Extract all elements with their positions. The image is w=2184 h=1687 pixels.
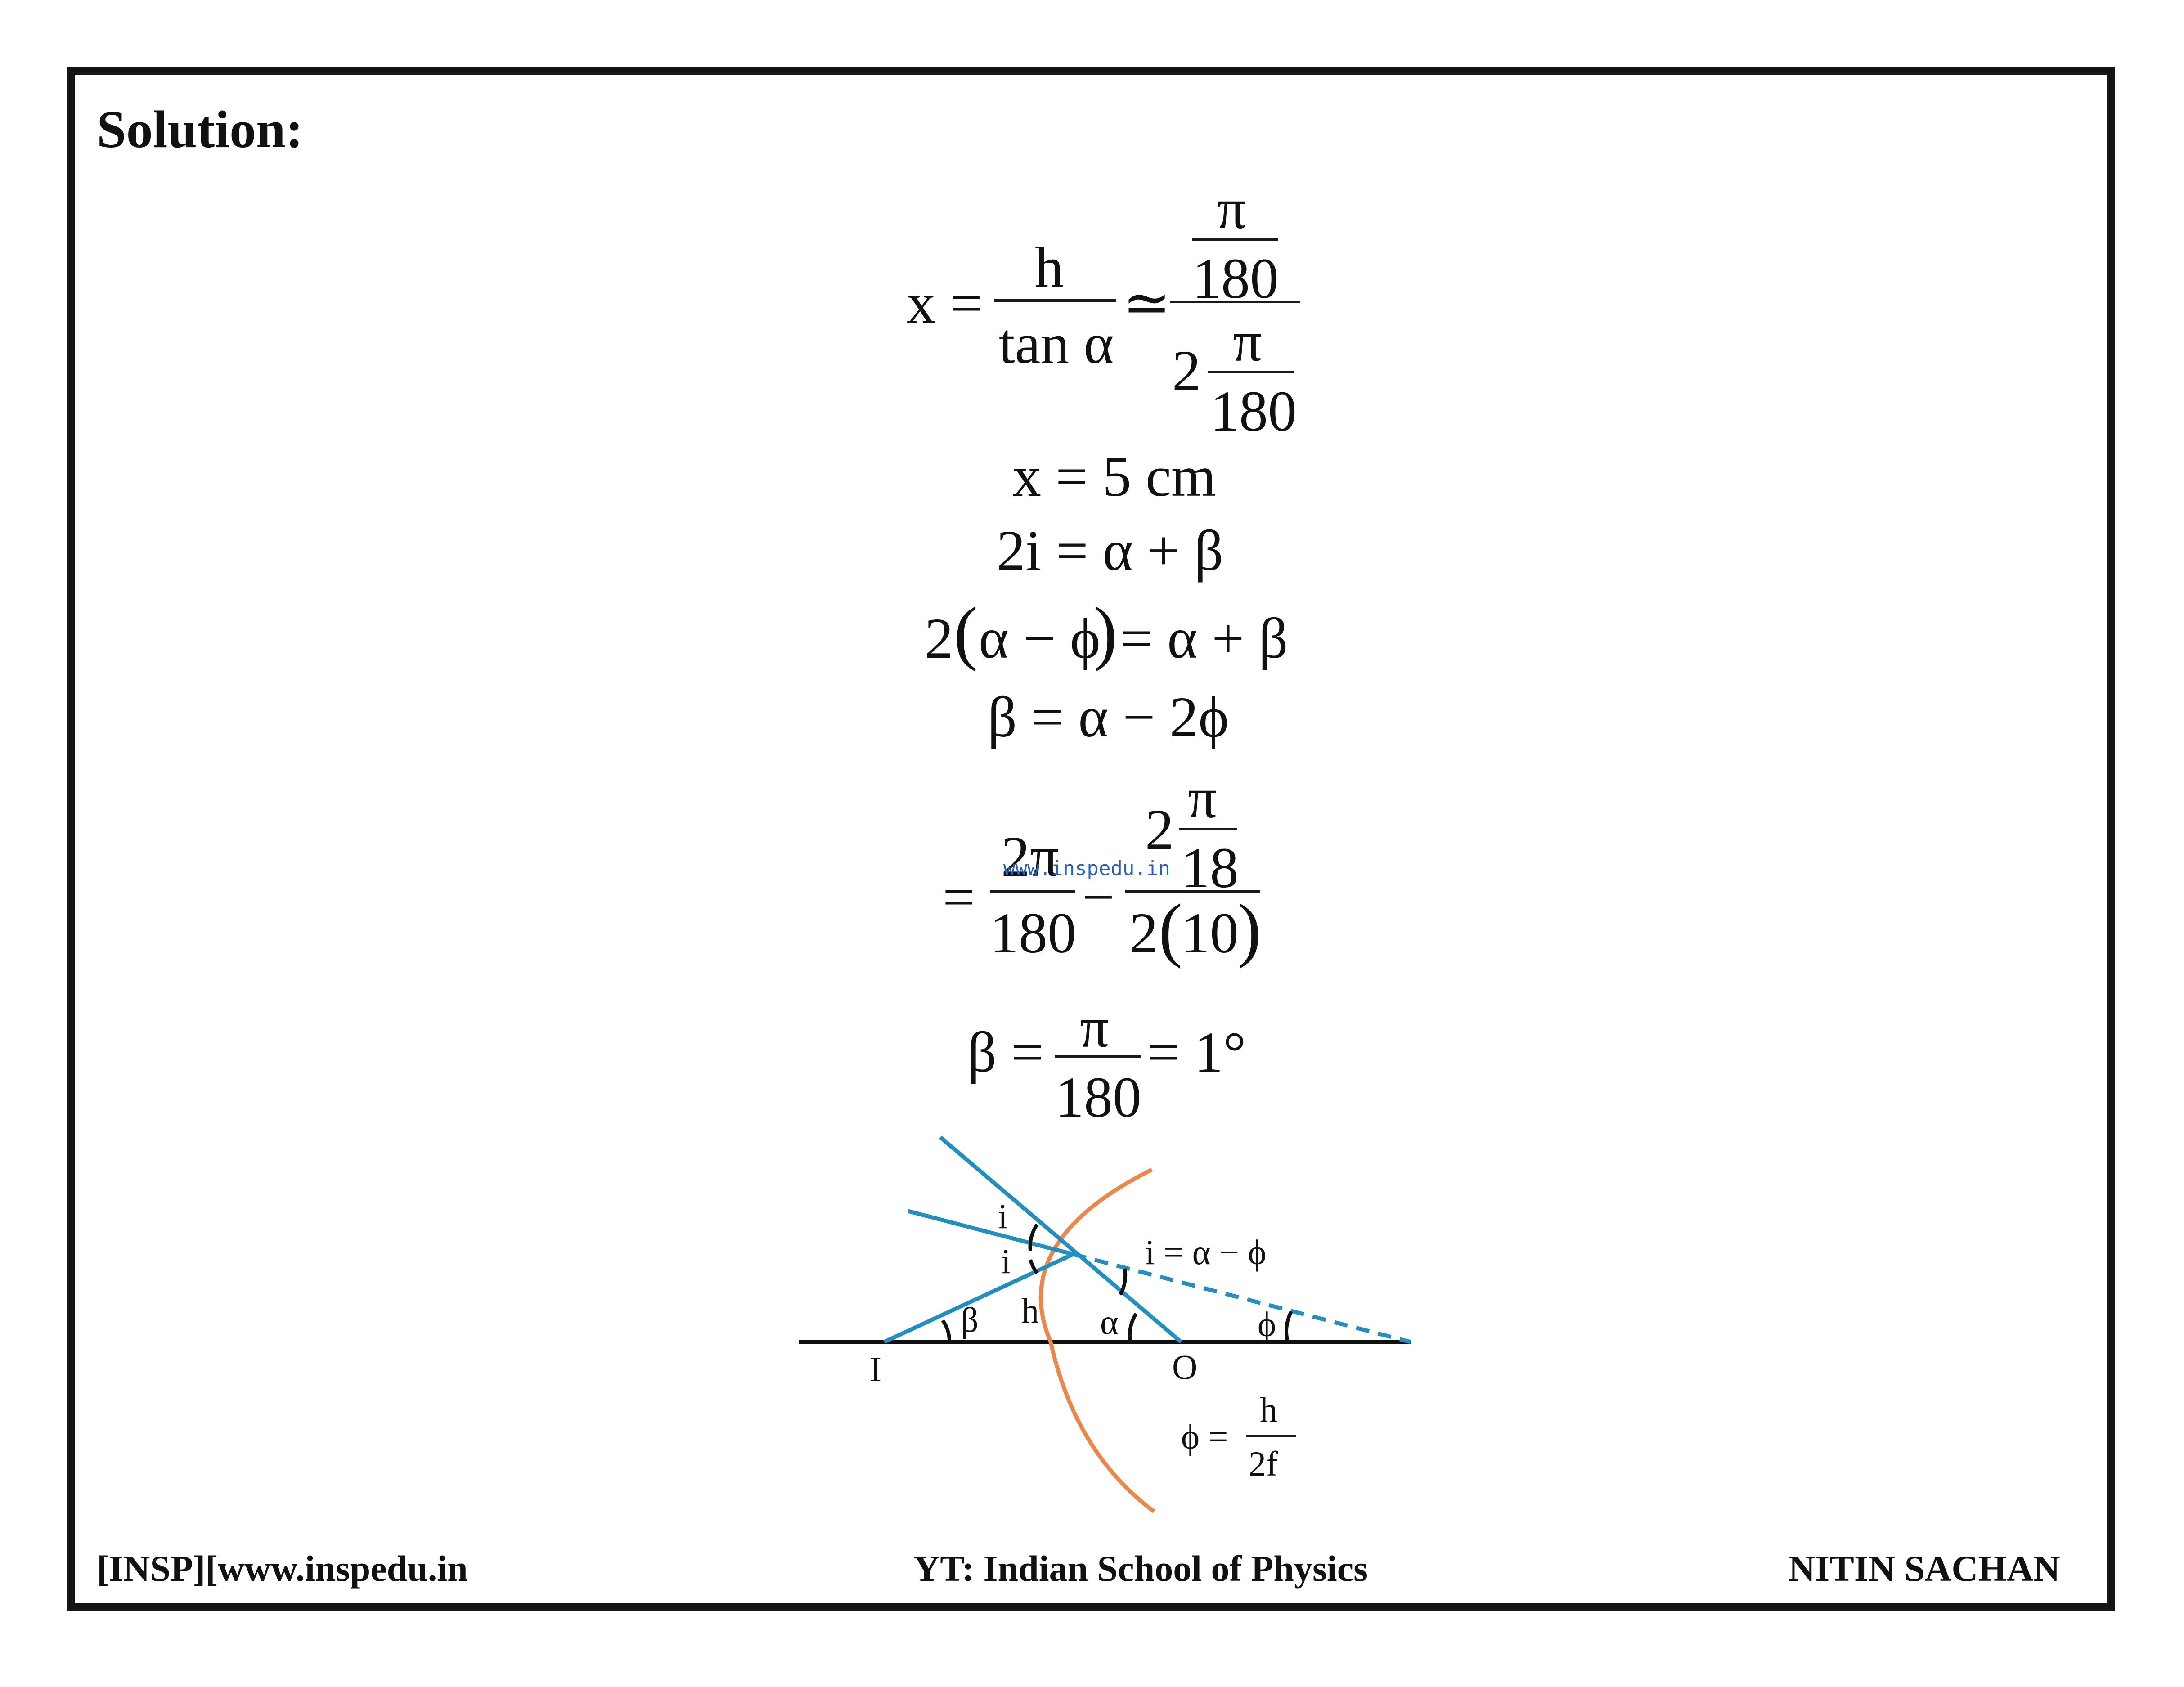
eq4-coef: 2 — [925, 606, 953, 670]
eq6-f2-pi: π — [1188, 766, 1217, 830]
image-ray — [883, 1252, 1074, 1344]
angle-i-alpha-arc — [1119, 1268, 1128, 1296]
eq6-f2-den-open: ( — [1159, 889, 1183, 969]
phi-fraction-bar — [1246, 1435, 1296, 1437]
angle-alpha-arc — [1128, 1312, 1138, 1342]
eq6-f1-num: 2π — [1001, 825, 1059, 888]
eq4-close-paren: ) — [1093, 592, 1118, 672]
eq6-f2-bar — [1125, 890, 1260, 893]
concave-mirror-arc — [1038, 1167, 1155, 1513]
eq7-den: 180 — [1055, 1065, 1141, 1129]
diagram-label-phi: ϕ — [1258, 1305, 1276, 1344]
eq7-rhs: = 1° — [1147, 1020, 1246, 1084]
diagram-label-i-top: i — [998, 1197, 1008, 1236]
eq1-bot-coef: 2 — [1172, 339, 1201, 403]
equation-x-value: x = 5 cm — [1012, 444, 1216, 508]
eq1-bot-pi: π — [1233, 310, 1262, 373]
eq7-bar — [1055, 1055, 1141, 1058]
eq7-lhs: β = — [967, 1020, 1044, 1084]
eq6-f2-piden: 18 — [1181, 836, 1239, 900]
footer-right: NITIN SACHAN — [1789, 1548, 2060, 1589]
angle-beta-arc — [941, 1319, 952, 1342]
eq6-minus: − — [1082, 865, 1115, 929]
eq4-rest: = α + β — [1120, 606, 1288, 670]
angle-i-top-arc — [1028, 1223, 1039, 1251]
eq6-f2-coef: 2 — [1145, 798, 1174, 861]
diagram-label-h: h — [1021, 1291, 1039, 1330]
eq6-f2-den-val: 10 — [1181, 901, 1239, 965]
eq1-top-inner-bar — [1192, 238, 1278, 241]
eq1-bot-inner-bar — [1208, 371, 1294, 373]
diagram-label-alpha: α — [1100, 1302, 1119, 1342]
diagram-label-image-point: I — [870, 1350, 881, 1389]
eq6-equals: = — [943, 865, 975, 929]
eq1-top-den: 180 — [1192, 247, 1279, 310]
eq1-lhs: x = — [907, 271, 983, 335]
diagram-label-phi-den: 2f — [1249, 1444, 1278, 1483]
footer-center: YT: Indian School of Physics — [913, 1548, 1368, 1589]
incident-ray — [939, 1135, 1182, 1344]
eq6-f1-den: 180 — [990, 901, 1076, 965]
eq1-top-pi: π — [1217, 177, 1246, 241]
eq4-open-paren: ( — [954, 592, 978, 672]
eq6-f2-den-close: ) — [1237, 889, 1262, 969]
eq1-num: h — [1035, 235, 1064, 299]
reflected-ray — [907, 1209, 1074, 1256]
watermark-text: www.inspedu.in — [1003, 857, 1170, 880]
eq6-f2-den-coef: 2 — [1129, 901, 1158, 965]
angle-i-bottom-arc — [1029, 1259, 1039, 1274]
eq1-approx: ≃ — [1123, 271, 1171, 335]
diagram-label-object-point: O — [1172, 1347, 1198, 1386]
eq1-bot-den: 180 — [1210, 379, 1297, 443]
normal-dashed-line — [1072, 1252, 1411, 1344]
page-frame — [67, 67, 2115, 1611]
diagram-label-i-relation: i = α − ϕ — [1145, 1233, 1267, 1272]
eq7-num: π — [1080, 996, 1109, 1059]
diagram-label-beta: β — [961, 1300, 979, 1339]
eq6-f1-bar — [990, 890, 1075, 893]
eq1-main-bar — [1170, 301, 1300, 303]
diagram-label-phi-num: h — [1260, 1390, 1277, 1429]
angle-phi-arc — [1285, 1310, 1293, 1342]
equation-beta: β = α − 2ϕ — [988, 685, 1229, 749]
solution-heading: Solution: — [97, 100, 304, 159]
diagram-label-phi-eq: ϕ = — [1181, 1417, 1228, 1456]
equation-angle-sum: 2i = α + β — [997, 519, 1224, 583]
diagram-label-i-bottom: i — [1001, 1242, 1011, 1281]
eq1-fraction-bar — [994, 299, 1116, 302]
eq4-inner: α − ϕ — [979, 606, 1101, 670]
eq1-den: tan α — [999, 312, 1114, 376]
footer-left: [INSP][www.inspedu.in — [97, 1548, 468, 1589]
eq6-f2-inner-bar — [1179, 828, 1237, 830]
